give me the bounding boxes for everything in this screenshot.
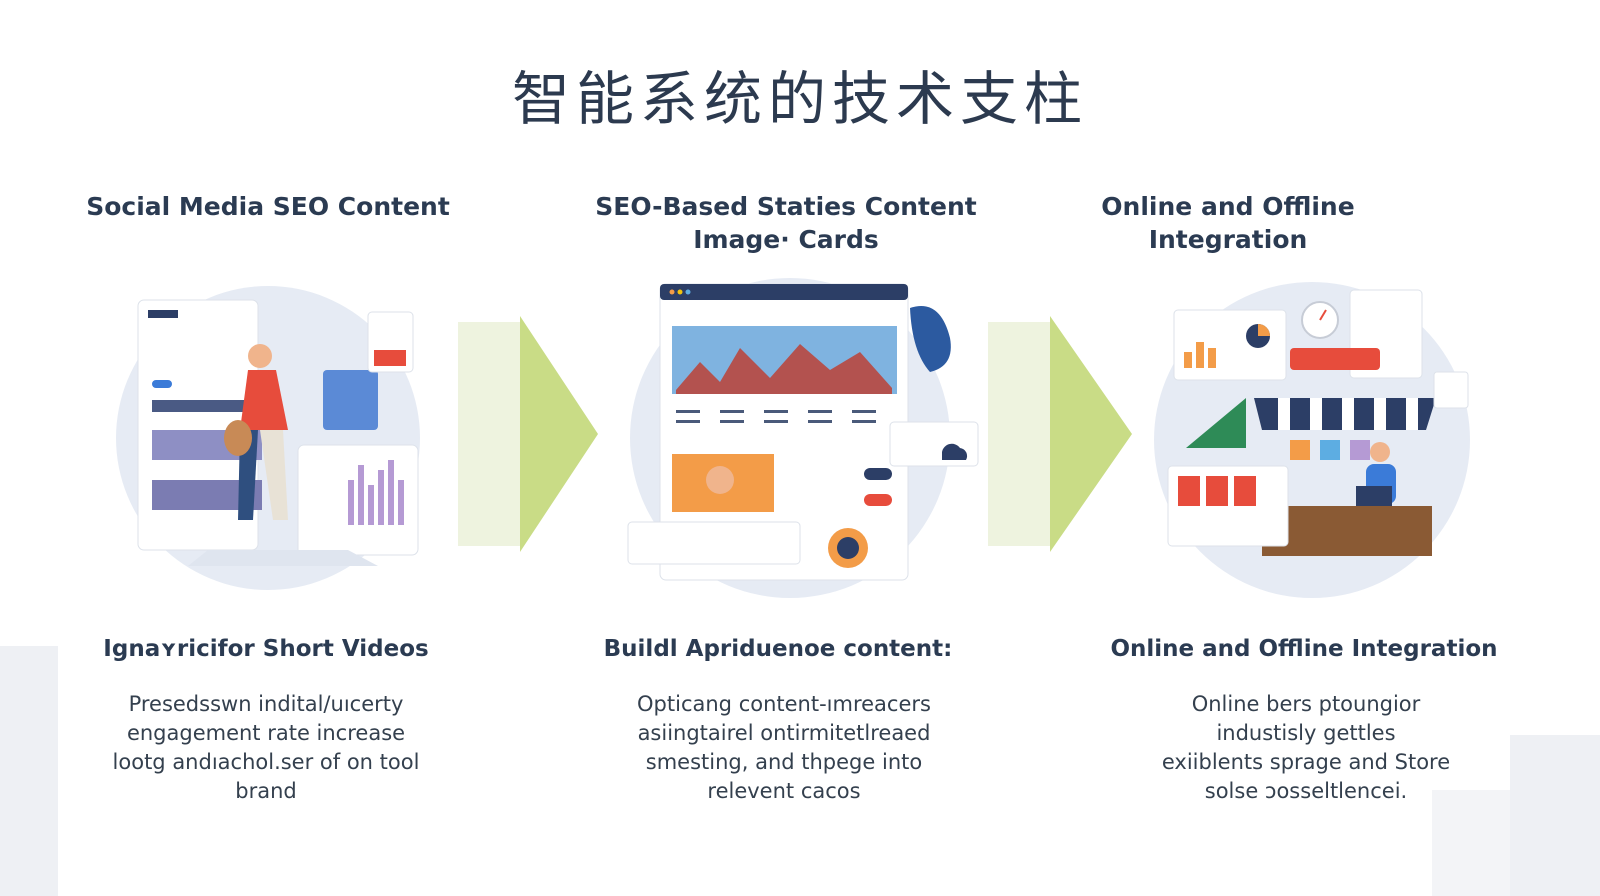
cloud-icon <box>942 443 968 460</box>
store-integration-illustration <box>1154 282 1470 598</box>
chart-card <box>1173 309 1287 381</box>
description-line: Opticang content-ımreacers <box>637 692 931 716</box>
page-title: 智能系统的技术支柱 <box>511 65 1088 133</box>
web-cards-illustration <box>627 278 979 598</box>
bg-block-left <box>0 646 58 896</box>
description-line: engagement rate increase <box>126 721 406 745</box>
content-tag <box>152 380 172 388</box>
bg-block-right-2 <box>1432 790 1510 896</box>
column-2-subtitle: Buildl Apriduenoe content: <box>603 636 953 662</box>
column-3-description: Online bers ptoungior industisly gettles… <box>1106 690 1506 806</box>
description-line: solse ɔosseltlencei. <box>1204 779 1408 803</box>
column-1-subtitle: Ignaʏricifor Short Videos <box>103 636 429 662</box>
column-3-subtitle: Online and Offline Integration <box>1110 636 1498 662</box>
description-line: Presedsswn indital/uıcerty <box>128 692 404 716</box>
blue-blob <box>910 306 951 372</box>
paper-sheet <box>188 550 378 566</box>
description-line: industisly gettles <box>1216 721 1396 745</box>
social-media-illustration <box>116 286 420 590</box>
arrow-right-icon <box>988 316 1132 552</box>
toggle-1 <box>864 468 892 480</box>
bar-graph-color <box>1186 398 1246 448</box>
shop-items <box>1290 440 1370 460</box>
mini-card <box>1433 371 1469 409</box>
person-icon <box>224 344 288 520</box>
flyer-graphics <box>1178 476 1256 506</box>
portrait-face <box>706 466 734 494</box>
column-1-description: Presedsswn indital/uıcerty engagement ra… <box>66 690 466 806</box>
bar-graph <box>348 460 404 525</box>
column-1-title: Social Media SEO Content <box>86 192 450 221</box>
bottom-card <box>627 521 801 565</box>
content-bar-1 <box>152 400 262 412</box>
description-line: Online bers ptoungior <box>1191 692 1421 716</box>
browser-titlebar <box>660 284 908 300</box>
small-card-chart <box>374 350 406 366</box>
awning-stripes <box>1278 398 1418 430</box>
laptop-icon <box>1356 486 1392 506</box>
text-rows <box>676 410 876 423</box>
chart-line-card <box>148 310 178 318</box>
description-line: exiiblents sprage and Store <box>1161 750 1451 774</box>
description-line: brand <box>235 779 297 803</box>
image-card <box>323 370 378 430</box>
description-line: relevent cacos <box>707 779 861 803</box>
description-line: lootg andıachol.ser of on tool <box>112 750 420 774</box>
description-line: smesting, and thpege into <box>645 750 923 774</box>
castle-graphic <box>676 344 892 394</box>
toggle-2 <box>864 494 892 506</box>
bg-block-right-1 <box>1510 735 1600 896</box>
column-3-title: Online and Offline Integration <box>1101 192 1355 254</box>
hand-arm <box>1290 348 1380 370</box>
description-line: asiingtairel ontirmitetlreaed <box>637 721 931 745</box>
column-2-title: SEO-Based Staties Content Image· Cards <box>595 192 977 254</box>
bar-chart-icon <box>1184 342 1216 368</box>
column-2-description: Opticang content-ımreacers asiingtairel … <box>584 690 984 806</box>
arrow-right-icon <box>458 316 598 552</box>
shop-counter <box>1262 506 1432 556</box>
